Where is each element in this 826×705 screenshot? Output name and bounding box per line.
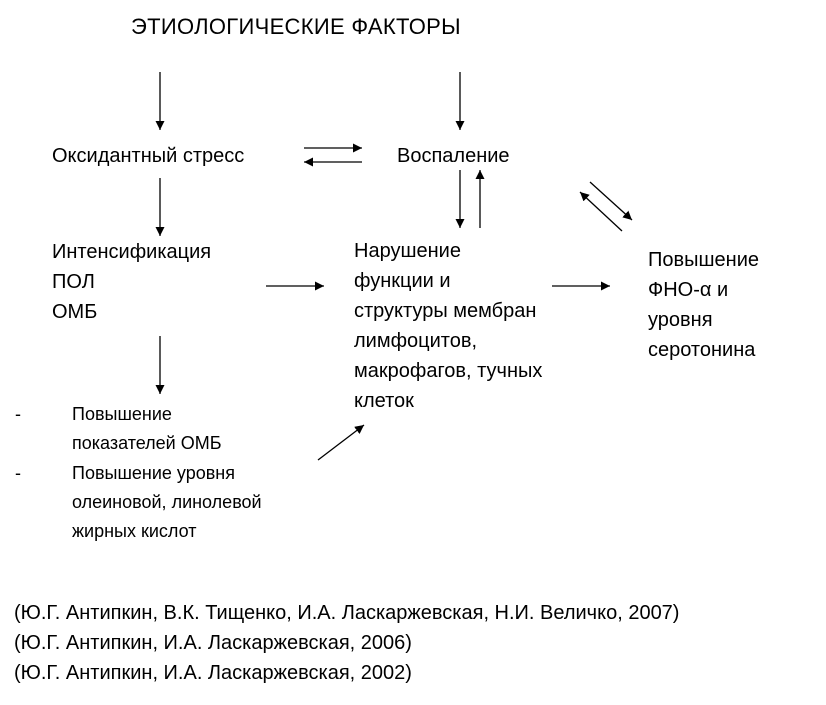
node-tnf-line: уровня bbox=[648, 309, 713, 331]
node-tnf-line: ФНО-α и bbox=[648, 279, 729, 301]
list-item-2: Повышение уровня олеиновой, линолевой жи… bbox=[72, 459, 262, 546]
list-item-2-line: олеиновой, линолевой bbox=[72, 492, 262, 512]
arrow-list-to-membrane bbox=[317, 424, 365, 461]
node-membrane-line: клеток bbox=[354, 390, 414, 412]
node-intensification-line: ПОЛ bbox=[52, 271, 95, 293]
node-membrane-line: макрофагов, тучных bbox=[354, 360, 543, 382]
arrow-inflammation-to-tnf bbox=[589, 181, 633, 221]
list-bullet-1: - bbox=[15, 404, 21, 424]
list-item-1-line: Повышение bbox=[72, 404, 172, 424]
list-item-2-line: жирных кислот bbox=[72, 521, 197, 541]
node-tnf-increase: Повышение ФНО-α и уровня серотонина bbox=[648, 245, 759, 365]
reference-1: (Ю.Г. Антипкин, В.К. Тищенко, И.А. Ласка… bbox=[14, 602, 680, 624]
arrow-tnf-to-inflammation bbox=[579, 191, 623, 232]
node-membrane-line: лимфоцитов, bbox=[354, 330, 478, 352]
node-tnf-line: Повышение bbox=[648, 249, 760, 271]
list-item-2-line: Повышение уровня bbox=[72, 463, 235, 483]
node-membrane-disorder: Нарушение функции и структуры мембран ли… bbox=[354, 236, 542, 416]
node-oxidative-stress: Оксидантный стресс bbox=[52, 145, 245, 167]
reference-2: (Ю.Г. Антипкин, И.А. Ласкаржевская, 2006… bbox=[14, 632, 412, 654]
node-tnf-line: серотонина bbox=[648, 339, 756, 361]
node-inflammation: Воспаление bbox=[397, 145, 510, 167]
list-bullet-2: - bbox=[15, 463, 21, 483]
node-intensification-line: ОМБ bbox=[52, 301, 98, 323]
node-intensification: Интенсификация ПОЛ ОМБ bbox=[52, 237, 211, 327]
reference-3: (Ю.Г. Антипкин, И.А. Ласкаржевская, 2002… bbox=[14, 662, 412, 684]
list-item-1-line: показателей ОМБ bbox=[72, 433, 222, 453]
node-membrane-line: Нарушение bbox=[354, 240, 461, 262]
node-membrane-line: функции и bbox=[354, 270, 451, 292]
node-intensification-line: Интенсификация bbox=[52, 241, 212, 263]
node-membrane-line: структуры мембран bbox=[354, 300, 537, 322]
diagram-title: ЭТИОЛОГИЧЕСКИЕ ФАКТОРЫ bbox=[131, 14, 461, 39]
list-item-1: Повышение показателей ОМБ bbox=[72, 400, 222, 458]
